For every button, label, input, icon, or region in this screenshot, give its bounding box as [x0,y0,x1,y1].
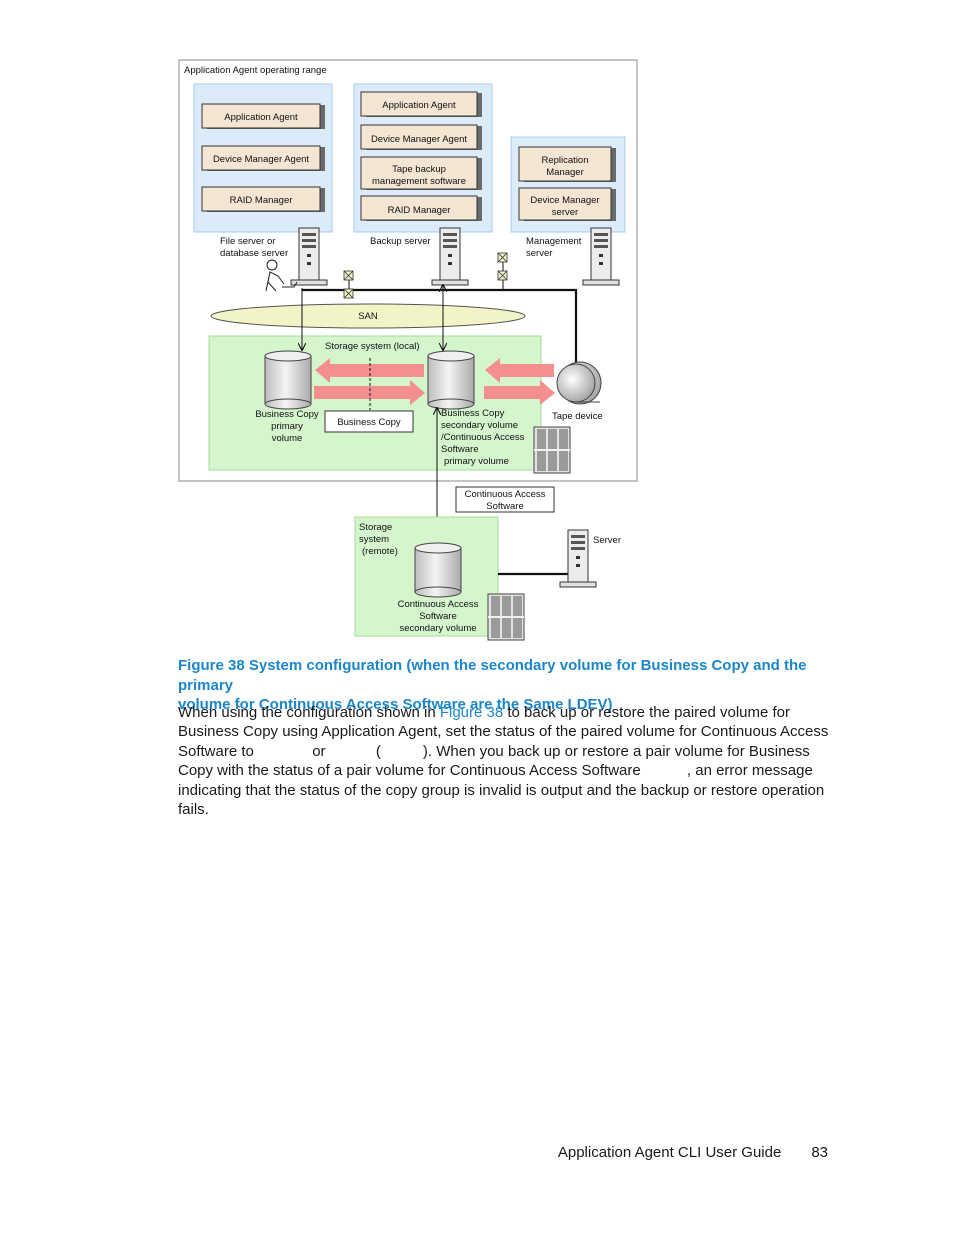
san-label: SAN [358,311,378,322]
lan-envelope-icon [343,288,354,299]
middle-tape-backup-label-1: Tape backup [392,164,446,175]
left-application-agent-box [201,103,321,129]
figure-38-link[interactable]: Figure 38 [439,704,504,721]
paragraph-text-3: or [308,742,330,760]
primary-volume-label-3: volume [272,433,303,444]
figure-caption-line-2: volume for Continuous Access Software ar… [178,696,613,713]
body-paragraph: When using the configuration shown in Fi… [178,703,833,819]
left-application-agent-label: Application Agent [224,112,298,123]
paragraph-text-5: ). When you back up or restore a pair vo… [178,742,810,780]
footer-title: Application Agent CLI User Guide [557,1144,782,1161]
local-storage-label: Storage system (local) [325,341,420,352]
tape-device-label: Tape device [552,411,603,422]
file-server-label-2: database server [220,248,288,259]
business-copy-box-label: Business Copy [337,417,401,428]
device-manager-server-box [518,187,612,221]
middle-application-agent-label: Application Agent [382,100,456,111]
primary-volume-label-1: Business Copy [255,409,319,420]
middle-tape-backup-label-2: management software [372,176,466,187]
remote-volume-label-2: Software [419,611,457,622]
tape-device-icon [556,361,602,405]
remote-server-icon [559,529,597,588]
secondary-volume-label-3: /Continuous Access [441,432,525,443]
file-server-label-1: File server or [220,236,275,247]
lan-envelope-icon [343,270,354,281]
secondary-volume-label-4: Software [441,444,479,455]
middle-raid-manager-label: RAID Manager [388,205,451,216]
page-footer: Application Agent CLI User Guide 83 [558,1144,828,1161]
figure-caption: Figure 38 System configuration (when the… [178,656,838,715]
replication-manager-label-2: Manager [546,167,584,178]
remote-volume-label-1: Continuous Access [398,599,479,610]
left-raid-manager-box [201,186,321,212]
device-manager-server-label-2: server [552,207,578,218]
figure-caption-line-1: Figure 38 System configuration (when the… [178,657,807,694]
local-storage-rack-icon [533,426,571,474]
operating-range-label: Application Agent operating range [184,65,327,76]
primary-volume-label-2: primary [271,421,303,432]
remote-storage-label-2: system [359,534,389,545]
user-icon [265,259,298,292]
middle-raid-manager-box [360,195,478,221]
paragraph-text-2: to back up or restore the paired volume … [178,704,829,760]
system-configuration-diagram: Application Agent operating range Applic… [178,59,638,641]
local-storage-area [208,335,542,471]
secondary-volume-label-1: Business Copy [441,408,505,419]
replication-manager-box [518,146,612,182]
copy-arrow-right-icon [314,380,425,405]
primary-volume-icon [264,350,312,410]
remote-storage-rack-icon [487,593,525,641]
remote-storage-label-3: (remote) [362,546,398,557]
middle-tape-backup-box [360,156,478,190]
continuous-access-box [455,486,555,513]
continuous-access-label-2: Software [486,501,524,512]
paragraph-text-1: When using the configuration shown in [178,704,440,721]
middle-device-manager-agent-box [360,124,478,150]
backup-server-label: Backup server [370,236,431,247]
continuous-access-label-1: Continuous Access [465,489,546,500]
lan-envelope-icon [497,270,508,281]
middle-application-agent-box [360,91,478,117]
page-number: 83 [811,1144,828,1161]
remote-storage-label-1: Storage [359,522,392,533]
device-manager-server-label-1: Device Manager [530,195,599,206]
secondary-volume-label-5: primary volume [444,456,509,467]
secondary-volume-label-2: secondary volume [441,420,518,431]
paragraph-text-4: ( [371,742,381,760]
left-device-manager-agent-box [201,145,321,171]
management-server-label-2: server [526,248,552,259]
remote-server-label: Server [593,535,621,546]
remote-volume-icon [414,542,462,598]
replication-manager-label-1: Replication [542,155,589,166]
remote-volume-label-3: secondary volume [399,623,476,634]
management-server-label-1: Management [526,236,582,247]
lan-envelope-icon [497,252,508,263]
left-device-manager-agent-label: Device Manager Agent [213,154,309,165]
tape-arrow-right-icon [484,380,555,405]
business-copy-box [324,410,414,433]
left-raid-manager-label: RAID Manager [230,195,293,206]
paragraph-text-6: , an error message indicating that the s… [178,762,825,819]
lan-line [302,288,578,380]
middle-device-manager-agent-label: Device Manager Agent [371,134,467,145]
tape-arrow-left-icon [485,358,554,383]
secondary-volume-icon [427,350,475,410]
